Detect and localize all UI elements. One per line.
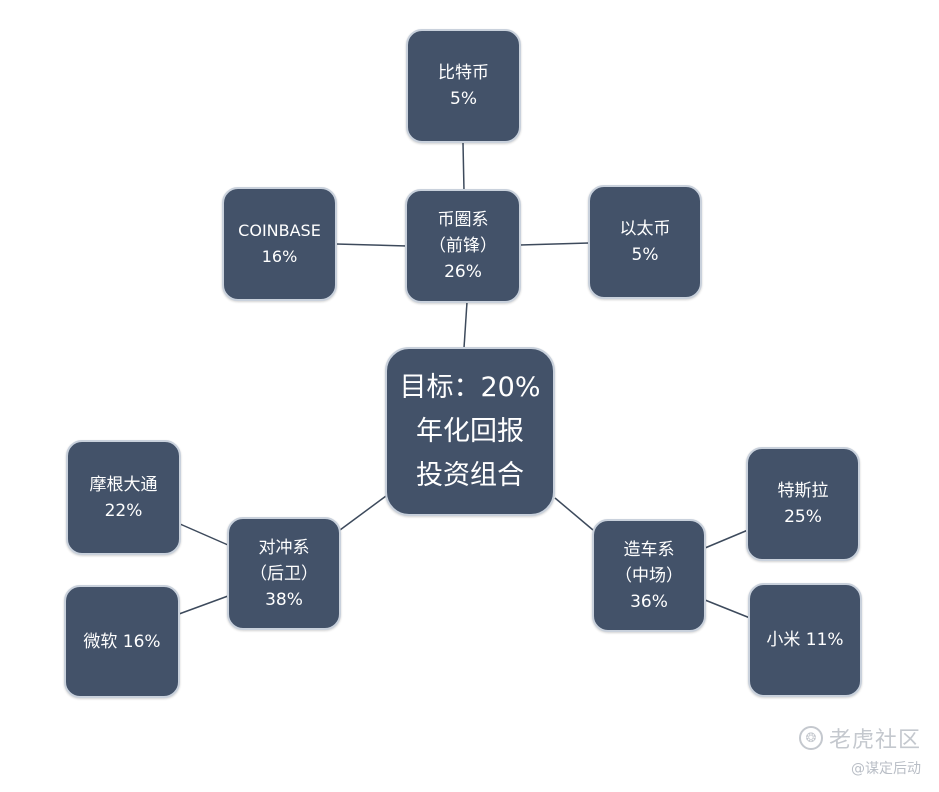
node-hedge-weight: 38% xyxy=(265,589,303,610)
node-ethereum: 以太币 5% xyxy=(588,185,702,299)
node-auto-name: 造车系 xyxy=(623,539,675,560)
node-ethereum-weight: 5% xyxy=(631,245,659,265)
center-portfolio-line: 投资组合 xyxy=(416,459,524,491)
node-tesla: 特斯拉 25% xyxy=(746,447,860,561)
node-jpmorgan-weight: 22% xyxy=(104,500,143,521)
watermark: ❂ 老虎社区 @谋定后动 xyxy=(798,722,921,778)
tiger-logo-icon: ❂ xyxy=(798,726,823,750)
edge-auto-xiaomi xyxy=(704,599,751,619)
node-coinbase: COINBASE 16% xyxy=(222,187,337,301)
node-jpmorgan: 摩根大通 22% xyxy=(66,440,181,555)
node-crypto: 币圈系 （前锋） 26% xyxy=(405,189,521,303)
node-auto: 造车系 （中场） 36% xyxy=(592,519,706,632)
node-crypto-weight: 26% xyxy=(444,262,482,282)
edge-hedge-microsoft xyxy=(178,595,229,615)
node-crypto-name: 币圈系 xyxy=(437,210,489,230)
node-bitcoin-weight: 5% xyxy=(450,89,477,109)
node-auto-role: （中场） xyxy=(615,565,683,586)
watermark-handle: @谋定后动 xyxy=(851,761,921,777)
edge-center-crypto xyxy=(463,301,468,349)
node-coinbase-weight: 16% xyxy=(261,247,298,266)
edge-crypto-bitcoin xyxy=(462,142,465,192)
node-ethereum-name: 以太币 xyxy=(619,219,671,239)
node-auto-weight: 36% xyxy=(630,591,668,612)
node-hedge: 对冲系 （后卫） 38% xyxy=(227,517,341,630)
node-bitcoin: 比特币 5% xyxy=(406,29,521,143)
node-coinbase-name: COINBASE xyxy=(238,221,321,240)
edge-crypto-ethereum xyxy=(519,242,590,246)
node-microsoft-label: 微软 16% xyxy=(83,631,161,652)
node-microsoft: 微软 16% xyxy=(64,585,180,698)
node-xiaomi: 小米 11% xyxy=(748,583,862,697)
center-goal-line: 目标：20% xyxy=(399,371,541,403)
watermark-brand: 老虎社区 xyxy=(828,728,921,753)
node-tesla-weight: 25% xyxy=(784,507,822,527)
edge-crypto-coinbase xyxy=(335,243,408,247)
node-hedge-role: （后卫） xyxy=(250,563,318,584)
edge-auto-tesla xyxy=(704,529,749,549)
node-tesla-name: 特斯拉 xyxy=(777,481,829,501)
node-jpmorgan-name: 摩根大通 xyxy=(89,474,158,495)
edge-hedge-jpmorgan xyxy=(179,523,229,546)
node-bitcoin-name: 比特币 xyxy=(438,63,489,83)
edge-center-hedge xyxy=(339,495,387,531)
node-crypto-role: （前锋） xyxy=(429,236,497,256)
node-xiaomi-label: 小米 11% xyxy=(766,630,844,650)
center-return-line: 年化回报 xyxy=(416,415,524,447)
node-hedge-name: 对冲系 xyxy=(258,537,310,558)
node-center-goal: 目标：20% 年化回报 投资组合 xyxy=(385,347,555,516)
edge-center-auto xyxy=(554,497,594,531)
